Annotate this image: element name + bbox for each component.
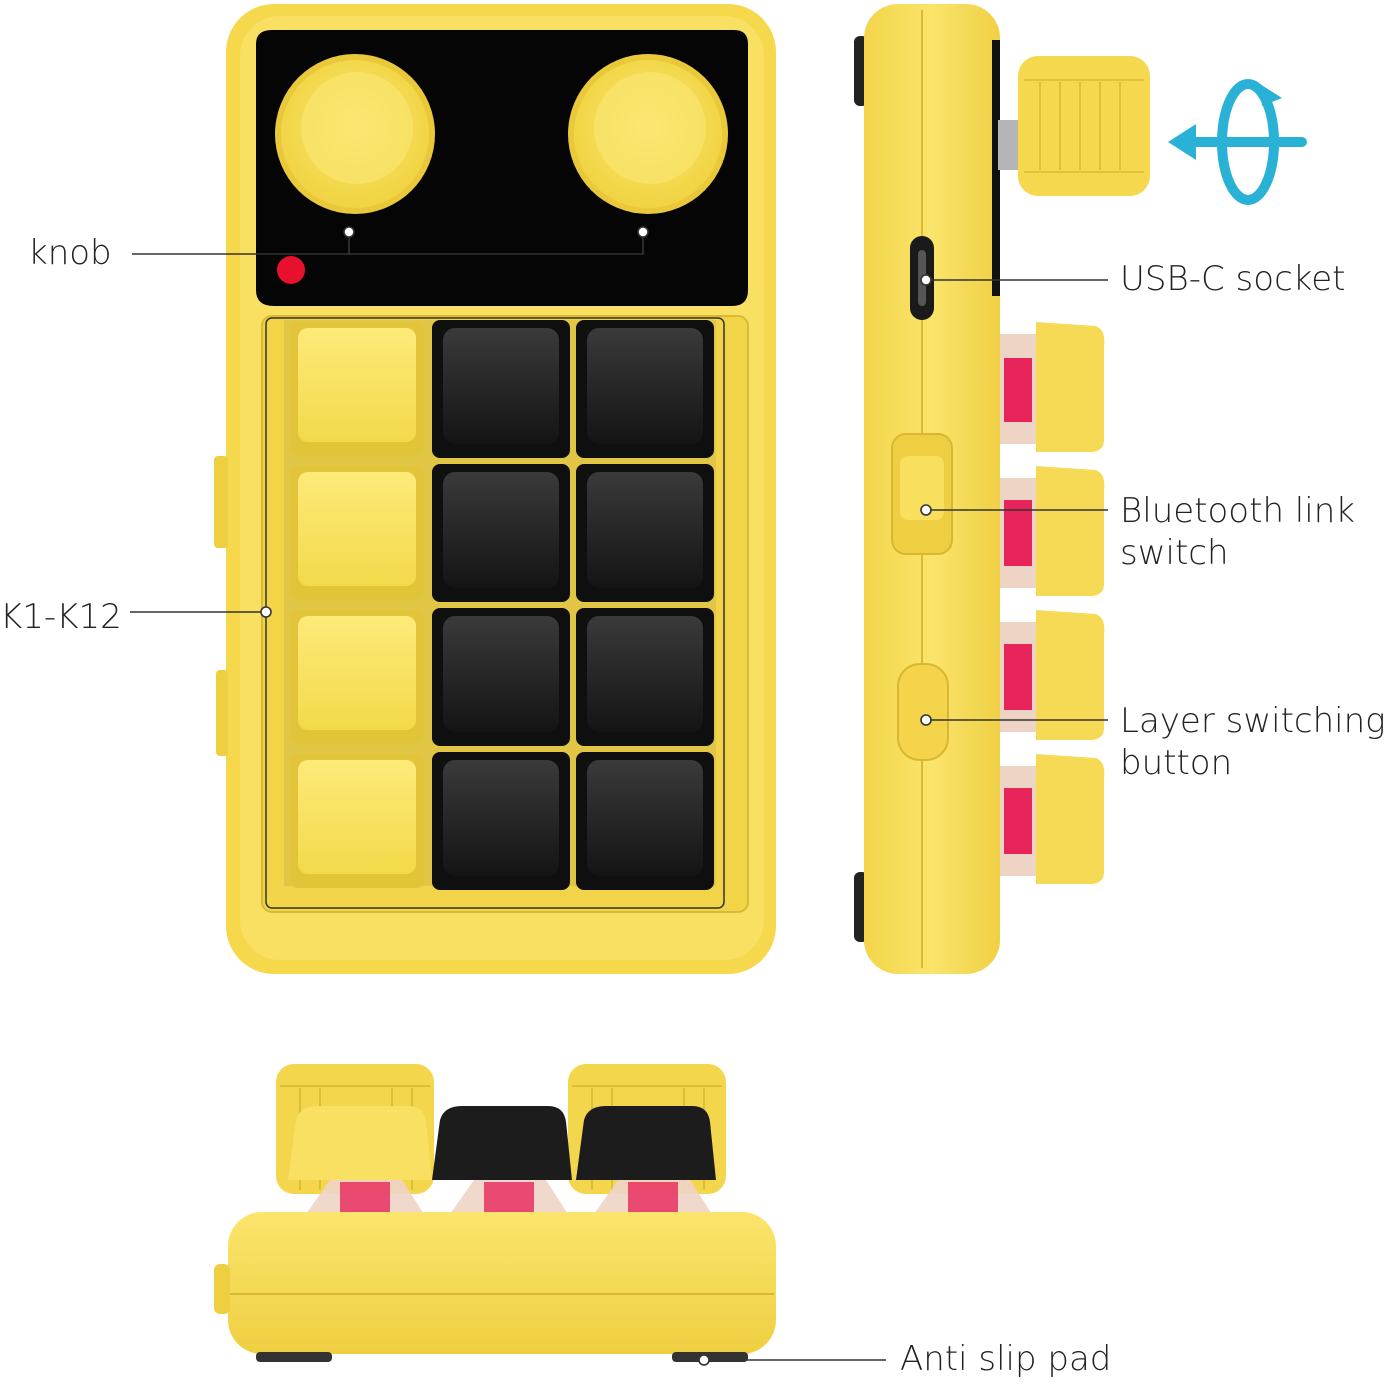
layer-label-line1: Layer switching — [1120, 701, 1386, 741]
key-k12[interactable] — [576, 752, 714, 890]
side-knob[interactable] — [1018, 56, 1150, 196]
rotate-arrow-icon — [1183, 79, 1307, 205]
bluetooth-label-line1: Bluetooth link — [1120, 491, 1355, 531]
anti-slip-label: Anti slip pad — [900, 1339, 1112, 1379]
front-keycap-black-2 — [576, 1106, 716, 1180]
front-keycap-black-1 — [432, 1106, 572, 1180]
front-view — [214, 1064, 776, 1362]
key-k8[interactable] — [432, 608, 570, 746]
layer-switching-button[interactable] — [897, 663, 949, 761]
usb-c-label: USB-C socket — [1120, 259, 1346, 299]
key-k10[interactable] — [290, 754, 424, 888]
front-keycap-yellow — [288, 1106, 432, 1180]
key-k2[interactable] — [432, 320, 570, 458]
key-k11[interactable] — [432, 752, 570, 890]
key-k7[interactable] — [290, 610, 424, 744]
side-view — [854, 4, 1307, 974]
knob-label: knob — [28, 233, 112, 273]
keys-label: K1-K12 — [0, 597, 122, 637]
key-k3[interactable] — [576, 320, 714, 458]
bluetooth-label-line2: switch — [1120, 533, 1229, 573]
side-keycaps — [1000, 322, 1105, 884]
knob-left[interactable] — [275, 54, 435, 214]
key-k6[interactable] — [576, 464, 714, 602]
status-led — [277, 256, 305, 284]
key-k5[interactable] — [432, 464, 570, 602]
key-k9[interactable] — [576, 608, 714, 746]
top-view — [214, 4, 776, 974]
leader-lines — [130, 232, 1108, 1361]
knob-right[interactable] — [568, 54, 728, 214]
leader-dots — [260, 226, 932, 1366]
key-k4[interactable] — [290, 466, 424, 600]
layer-label-line2: button — [1120, 743, 1233, 783]
anti-slip-pad-left — [256, 1352, 332, 1362]
key-k1[interactable] — [290, 322, 424, 456]
front-body — [228, 1212, 776, 1354]
